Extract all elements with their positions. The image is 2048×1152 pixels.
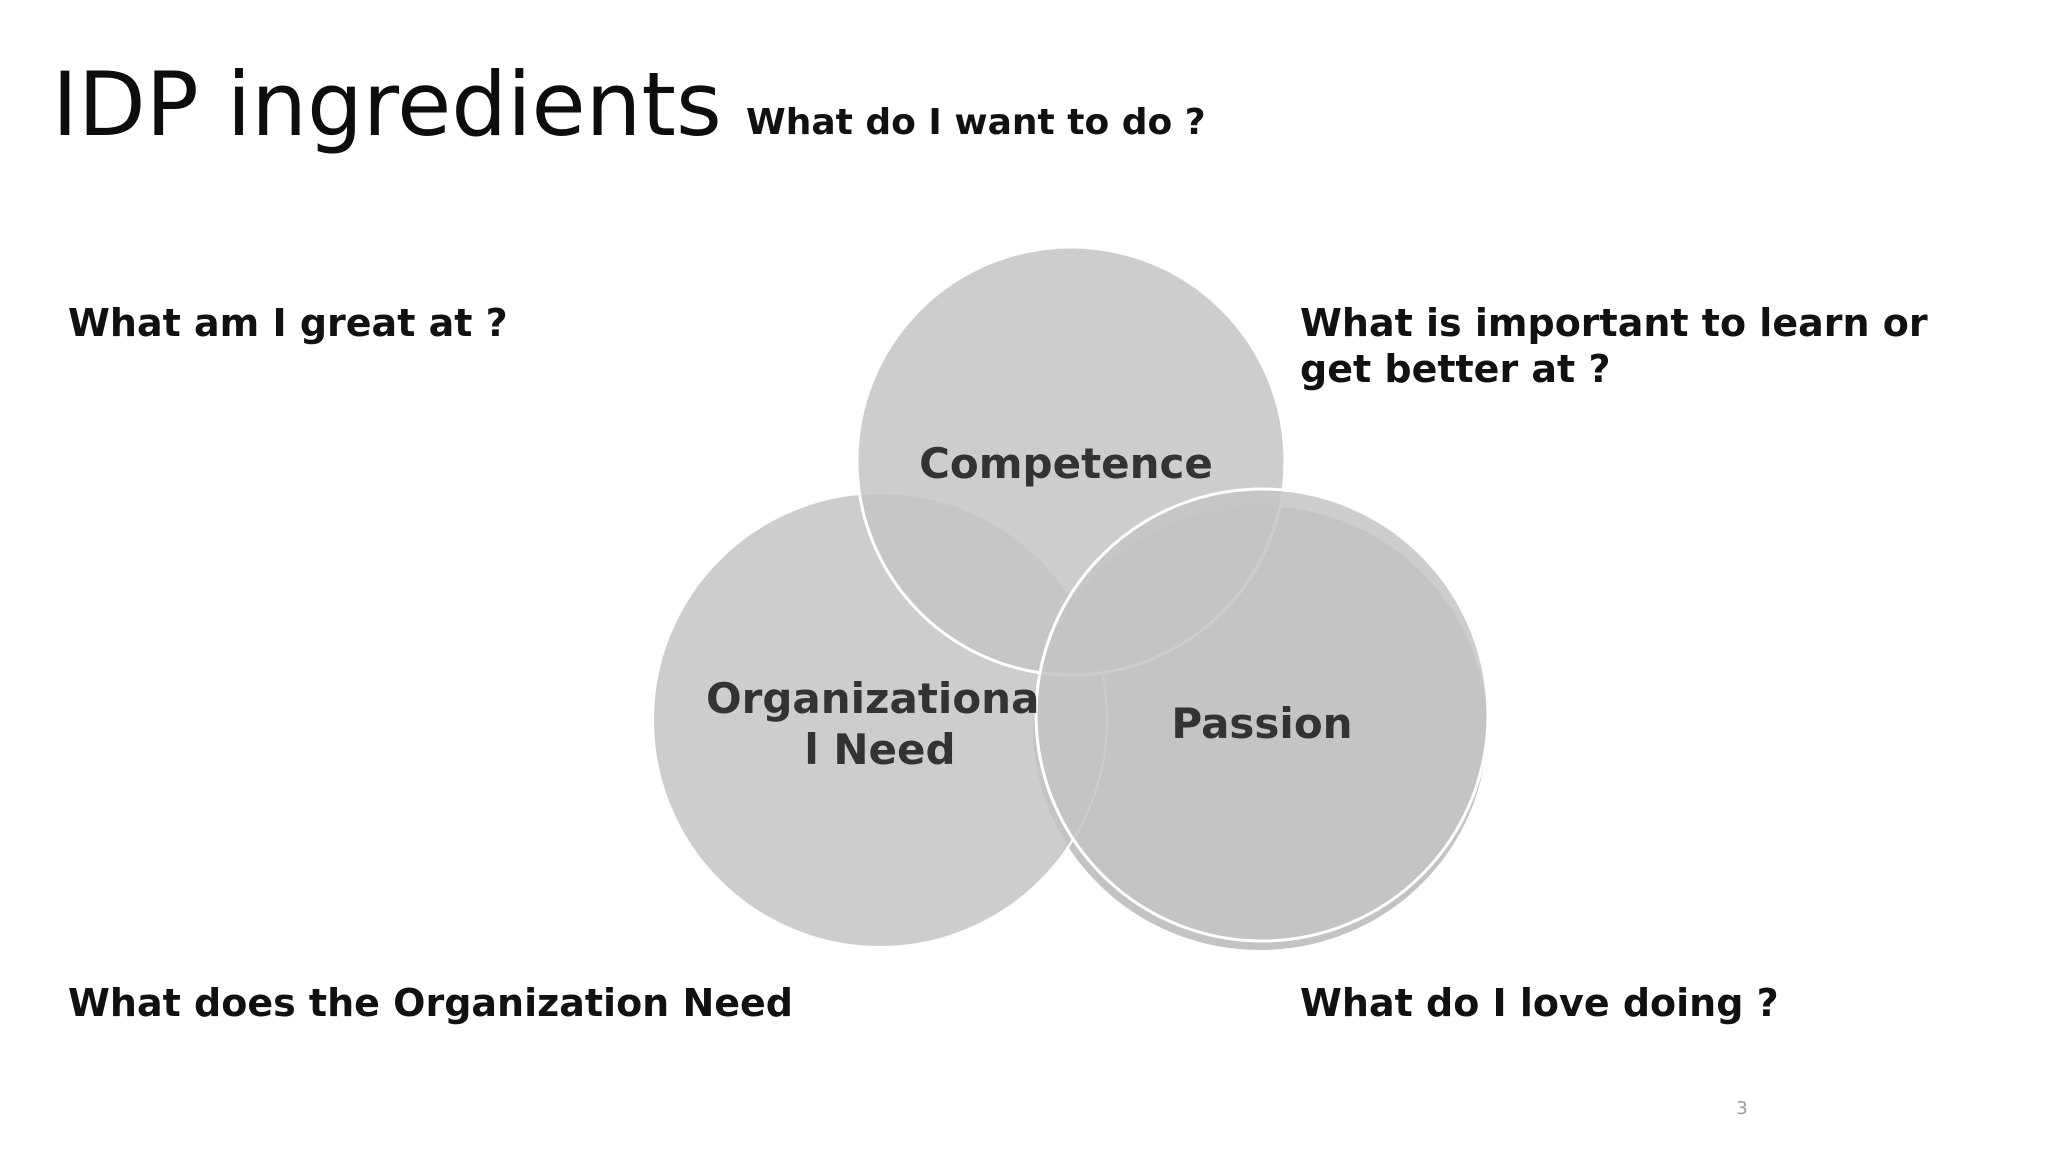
competence-label: Competence [919, 439, 1213, 488]
passion-circle [1034, 487, 1490, 943]
prompt-great-at: What am I great at ? [68, 301, 508, 345]
competence-label-line: Competence [919, 439, 1213, 488]
organizational-need-label-line-2: l Need [804, 725, 955, 774]
prompt-learn-better: What is important to learn or get better… [1300, 301, 1928, 391]
prompt-what-to-do: What do I want to do ? [746, 102, 1206, 143]
organizational-need-label: Organizationa l Need [706, 674, 1054, 774]
prompt-organization-need: What does the Organization Need [68, 981, 794, 1025]
organizational-need-label-line-1: Organizationa [706, 674, 1039, 723]
slide-title: IDP ingredients [52, 53, 722, 156]
passion-label-line: Passion [1171, 699, 1352, 748]
passion-label: Passion [1171, 699, 1352, 748]
page-number: 3 [1736, 1098, 1748, 1119]
prompt-love-doing: What do I love doing ? [1300, 981, 1779, 1025]
